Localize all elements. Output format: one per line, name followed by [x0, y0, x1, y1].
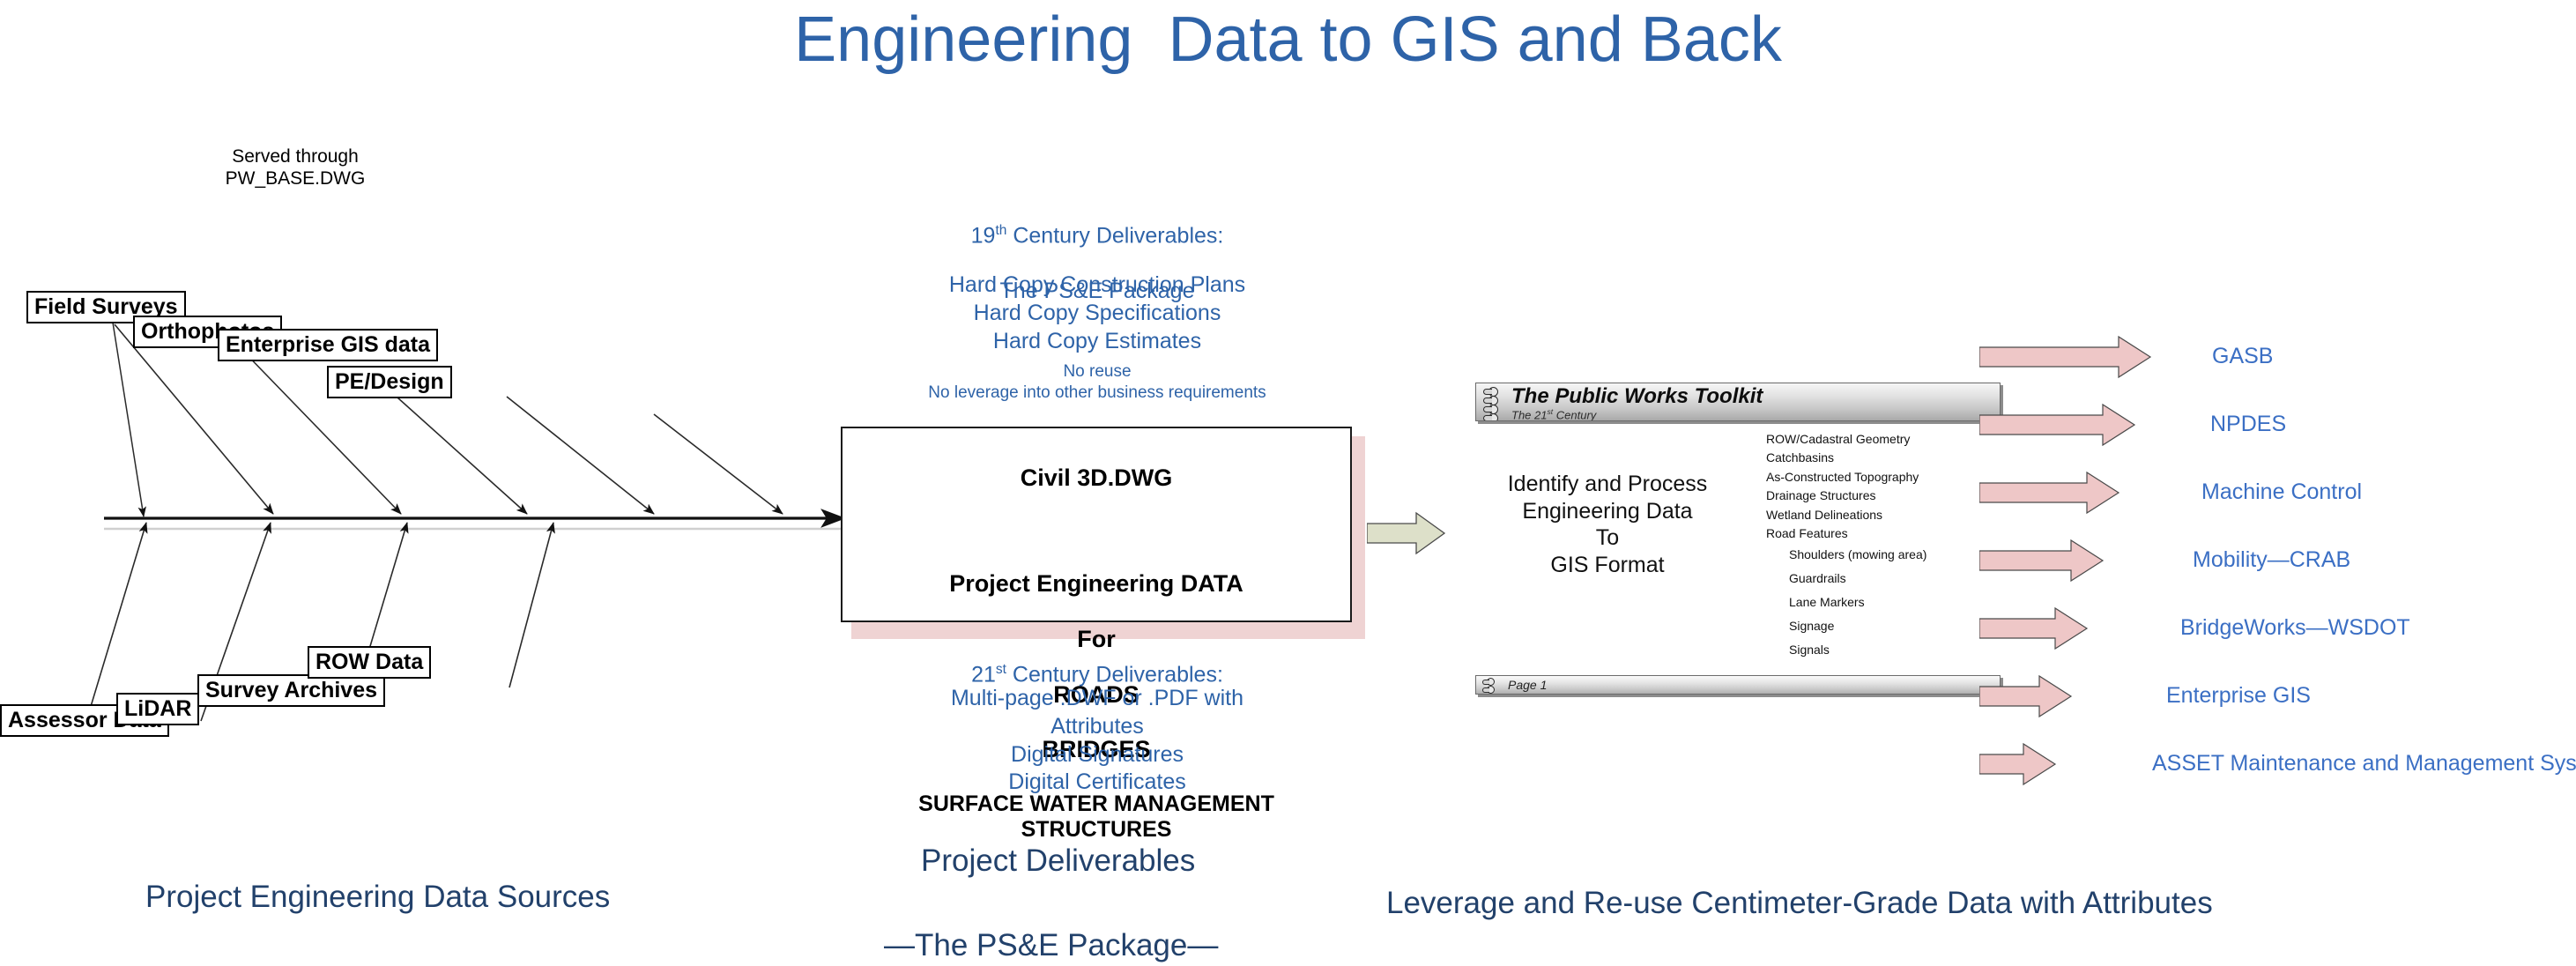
served-through-note: Served through PW_BASE.DWG — [225, 146, 366, 189]
source-label: PE/Design — [335, 369, 444, 394]
ordinal-suffix-th: th — [995, 222, 1007, 238]
block-arrow-icon — [1979, 539, 2105, 583]
toolkit-process-text: Identify and Process Engineering Data To… — [1507, 472, 1708, 577]
block-arrow-icon — [1979, 403, 2136, 447]
ordinal-suffix-st: st — [995, 661, 1006, 677]
outcomes-list: GASB NPDES Machine Control Mobility—CRAB — [1979, 335, 2576, 793]
toolkit-header-bar: The Public Works Toolkit The 21st Centur… — [1475, 383, 2001, 421]
civil-box-line-4: ROADS — [1053, 680, 1140, 708]
source-label: Field Surveys — [34, 294, 178, 319]
deliverables-19th-items: Hard Copy Construction Plans Hard Copy S… — [948, 272, 1246, 353]
block-arrow-icon — [1979, 606, 2089, 650]
top-ribs — [114, 323, 783, 515]
deliverables-21st-items: Multi-page .DWF or .PDF with Attributes … — [950, 686, 1243, 795]
civil-box-line-6: SURFACE WATER MANAGEMENT STRUCTURES — [918, 791, 1274, 842]
caption-left: Project Engineering Data Sources — [145, 880, 611, 914]
transition-arrow — [1367, 511, 1446, 555]
outcome-label: ASSET Maintenance and Management System — [2152, 751, 2576, 776]
civil-3d-box[interactable]: Civil 3D.DWG Project Engineering DATA Fo… — [841, 427, 1352, 842]
caption-center-line-2: —The PS&E Package— — [884, 928, 1219, 962]
block-arrow-icon — [1979, 335, 2152, 379]
deliverables-21st-heading: 21st Century Deliverables: — [971, 661, 1223, 687]
source-box-pe-design[interactable]: PE/Design — [327, 366, 452, 399]
source-box-lidar[interactable]: LiDAR — [116, 693, 200, 726]
outcome-label: GASB — [2212, 344, 2274, 368]
civil-box-line-3: For — [1077, 625, 1116, 652]
block-arrow-icon — [1979, 674, 2073, 718]
block-arrow-icon — [1979, 471, 2120, 515]
deliverables-19th-footnote: No reuse No leverage into other business… — [928, 362, 1266, 403]
list-item: Wetland Delineations — [1766, 507, 1883, 522]
source-label: ROW Data — [316, 650, 424, 674]
toolkit-footer-bar: Page 1 — [1475, 675, 2001, 695]
list-subitem: Shoulders (mowing area) — [1789, 547, 1927, 562]
civil-box-gap — [843, 520, 1350, 543]
list-item: As-Constructed Topography — [1766, 469, 1919, 484]
list-subitem: Lane Markers — [1789, 595, 1865, 610]
list-subitem: Signage — [1789, 619, 1835, 634]
page-number-label: Page 1 — [1508, 678, 1548, 692]
list-item: ROW/Cadastral Geometry — [1766, 432, 1911, 446]
civil-box-line-5: BRIDGES — [1042, 736, 1151, 763]
toolkit-feature-list: ROW/Cadastral Geometry Catchbasins As-Co… — [1766, 430, 2013, 662]
binder-rings-icon — [1481, 678, 1501, 694]
list-item: Drainage Structures — [1766, 488, 1876, 503]
toolkit-title: The Public Works Toolkit — [1511, 384, 1763, 408]
list-subitem: Signals — [1789, 643, 1830, 658]
block-arrow-icon — [1979, 742, 2057, 786]
public-works-toolkit-panel: The Public Works Toolkit The 21st Centur… — [1475, 383, 2013, 695]
outcome-label: Enterprise GIS — [2166, 683, 2311, 708]
outcome-label: Mobility—CRAB — [2193, 547, 2351, 572]
caption-center-line-1: Project Deliverables — [921, 843, 1196, 878]
list-item: Road Features — [1766, 526, 1848, 541]
list-subitem: Guardrails — [1789, 571, 1846, 586]
binder-rings-icon — [1483, 387, 1503, 420]
source-label: LiDAR — [124, 696, 192, 721]
source-label: Enterprise GIS data — [226, 332, 431, 357]
ordinal-suffix-st: st — [1547, 407, 1554, 416]
source-label: Survey Archives — [205, 678, 378, 702]
outcome-label: BridgeWorks—WSDOT — [2180, 615, 2410, 640]
source-box-enterprise-gis-data[interactable]: Enterprise GIS data — [218, 329, 439, 362]
source-box-row-data[interactable]: ROW Data — [308, 646, 432, 680]
deliverables-19th-heading: 19th Century Deliverables: The PS&E Pack… — [970, 222, 1224, 303]
rib-field-surveys — [112, 322, 146, 517]
source-box-survey-archives[interactable]: Survey Archives — [197, 674, 386, 708]
list-item: Catchbasins — [1766, 450, 1835, 465]
civil-box-line-2: Project Engineering DATA — [949, 570, 1243, 598]
civil-box-line-1: Civil 3D.DWG — [1020, 464, 1173, 492]
caption-right: Leverage and Re-use Centimeter-Grade Dat… — [1386, 886, 2213, 920]
toolkit-subtitle: The 21st Century — [1511, 407, 1597, 421]
page-title: Engineering Data to GIS and Back — [794, 4, 1782, 75]
outcome-label: Machine Control — [2201, 479, 2363, 504]
outcome-label: NPDES — [2210, 412, 2287, 436]
